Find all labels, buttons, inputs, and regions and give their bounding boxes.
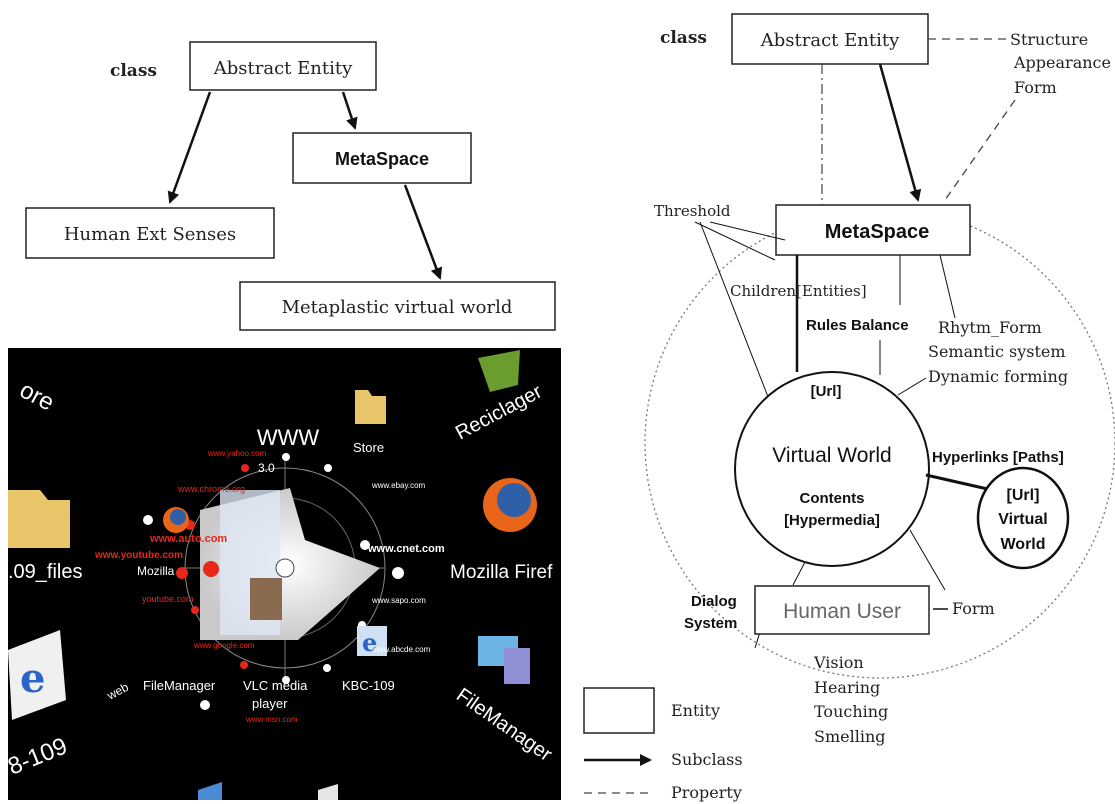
rhytm-form-label: Rhytm_Form (938, 318, 1042, 337)
rhytm-line (939, 254, 956, 319)
files-label: .09_files (8, 561, 83, 583)
svg-text:e: e (362, 628, 377, 657)
threshold-line-1 (709, 221, 786, 241)
right-abstract-entity-label: Abstract Entity (760, 30, 900, 51)
sense-touching: Touching (814, 702, 888, 721)
red-link: www.auto.com (149, 533, 227, 545)
left-abstract-entity-label: Abstract Entity (213, 58, 353, 79)
linked-world-label: World (1000, 536, 1045, 553)
version-label: 3.0 (258, 461, 275, 475)
contents-label: Contents (800, 490, 865, 507)
rules-balance-label: Rules Balance (806, 317, 909, 334)
node-dots (143, 453, 404, 710)
sense-hearing: Hearing (814, 678, 880, 697)
property-line-diagonal (944, 99, 1016, 201)
kbc-label: KBC-109 (342, 678, 395, 693)
www-label: WWW (257, 425, 320, 450)
children-label: Children[Entities] (730, 282, 867, 300)
vw-url-label: [Url] (811, 383, 842, 400)
red-link: www.msn.com (245, 715, 298, 724)
left-arrow-to-human (167, 91, 212, 204)
white-link: www.abcde.com (371, 645, 431, 654)
hyperlinks-line (925, 473, 993, 492)
ie-icon-left: e (8, 630, 66, 720)
left-metaspace-label: MetaSpace (335, 149, 429, 169)
human-user-label: Human User (783, 600, 901, 623)
hypermedia-label: [Hypermedia] (784, 512, 880, 529)
threshold-label: Threshold (654, 202, 731, 220)
legend: Entity Subclass Property (583, 687, 743, 802)
right-metaspace-label: MetaSpace (825, 221, 930, 243)
red-link: www.youtube.com (94, 550, 183, 561)
left-class-label: class (110, 61, 157, 81)
form-link-line (909, 529, 946, 591)
virtual-world-circle (734, 371, 930, 567)
right-class-label: class (660, 28, 707, 48)
threshold-line-2 (699, 221, 771, 403)
red-node-center (203, 561, 219, 577)
ie-icon-inner: e (357, 626, 387, 657)
left-metaspace-box (292, 132, 472, 184)
left-arrow-to-metaplastic (403, 184, 443, 280)
left-human-ext-senses-label: Human Ext Senses (64, 224, 236, 245)
subclass-arrow-metaspace (878, 63, 922, 202)
red-link: youtube.com (142, 594, 194, 604)
legend-subclass-label: Subclass (671, 750, 743, 769)
sphere-view (184, 455, 386, 685)
red-link: www.yahoo.com (207, 449, 267, 458)
semantic-system-label: Semantic system (928, 342, 1066, 361)
form-label: Form (952, 599, 995, 618)
left-abstract-entity-box (189, 41, 377, 91)
folder-icon-left (8, 490, 70, 548)
property-structure: Structure (1010, 30, 1088, 49)
human-user-box (754, 585, 930, 635)
threshold-line-3 (694, 221, 776, 261)
legend-entity-label: Entity (671, 701, 720, 720)
store-label: Store (353, 440, 384, 455)
linked-virtual-label: Virtual (998, 511, 1048, 528)
svg-text:e: e (20, 655, 45, 702)
recycle-icon (478, 350, 520, 392)
red-link: www.chrome.org (177, 484, 245, 494)
filemanager-label: FileManager (143, 678, 216, 693)
right-metaspace-box (775, 204, 971, 256)
sense-smelling: Smelling (814, 727, 886, 746)
left-class-hierarchy: class Abstract Entity MetaSpace Human Ex… (25, 41, 556, 331)
player-label: player (252, 696, 288, 711)
left-metaplastic-box (239, 281, 556, 331)
dialog-line (792, 561, 806, 586)
white-link: www.cnet.com (367, 543, 445, 555)
computer-icon-right (478, 636, 530, 684)
dynamic-forming-label: Dynamic forming (928, 367, 1068, 386)
white-link: www.ebay.com (371, 481, 426, 490)
right-metaspace-diagram: class Abstract Entity Structure Appearan… (644, 13, 1115, 746)
vlc-label: VLC media (243, 678, 308, 693)
white-link: www.sapo.com (371, 596, 426, 605)
linked-virtual-world-circle (976, 466, 1070, 570)
folder-icon-store (355, 390, 386, 424)
sense-vision: Vision (813, 653, 864, 672)
property-appearance: Appearance (1013, 53, 1111, 72)
virtual-world-label: Virtual World (772, 444, 891, 467)
left-metaplastic-label: Metaplastic virtual world (282, 297, 513, 318)
firefox-icon-inner (163, 507, 189, 533)
left-arrow-to-metaspace (341, 91, 358, 130)
dynamic-line (897, 377, 927, 396)
legend-property-label: Property (671, 783, 742, 802)
linked-url-label: [Url] (1007, 487, 1040, 504)
property-form: Form (1014, 78, 1057, 97)
right-abstract-entity-box (731, 13, 929, 65)
firefox-icon-right (483, 478, 537, 532)
dialog-label: Dialog (691, 593, 737, 610)
system-label: System (684, 615, 737, 632)
hyperlinks-label: Hyperlinks [Paths] (932, 449, 1064, 466)
left-human-ext-senses-box (25, 207, 275, 259)
metaspace-screenshot: e ore Reciclager .09_files Mozilla Firef… (4, 348, 561, 800)
mozilla-firefox-label: Mozilla Firef (450, 562, 553, 583)
legend-entity-box (583, 687, 655, 734)
red-link: www.google.com (193, 641, 255, 650)
mozilla-label: Mozilla (137, 564, 175, 578)
